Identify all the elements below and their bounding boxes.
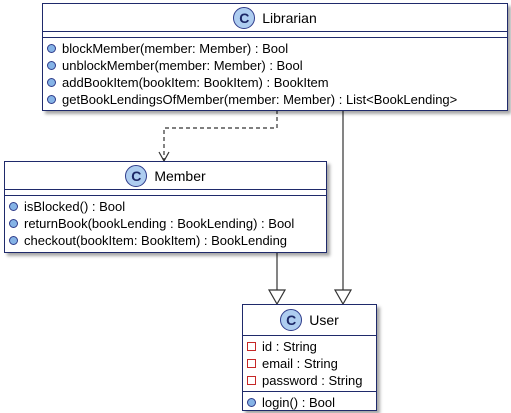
method-row: isBlocked() : Bool — [9, 198, 326, 215]
class-header-user: C User — [243, 305, 376, 336]
public-method-icon — [9, 202, 18, 211]
field-row: password : String — [247, 372, 376, 389]
class-stereotype-icon: C — [233, 6, 256, 29]
dependency-edge-librarian-member — [158, 110, 278, 163]
method-signature: returnBook(bookLending : BookLending) : … — [24, 216, 295, 231]
public-method-icon — [9, 236, 18, 245]
methods-compartment-member: isBlocked() : Bool returnBook(bookLendin… — [5, 196, 326, 251]
method-row: unblockMember(member: Member) : Bool — [47, 57, 507, 74]
class-stereotype-icon: C — [280, 309, 303, 331]
generalization-arrowhead-member-user — [267, 289, 287, 306]
method-row: blockMember(member: Member) : Bool — [47, 40, 507, 57]
attributes-compartment-user: id : String email : String password : St… — [243, 336, 376, 392]
private-field-icon — [247, 376, 256, 385]
public-method-icon — [47, 95, 56, 104]
method-signature: isBlocked() : Bool — [24, 199, 126, 214]
class-name-user: User — [309, 312, 339, 328]
field-signature: id : String — [262, 339, 317, 354]
method-signature: blockMember(member: Member) : Bool — [62, 41, 289, 56]
class-name-member: Member — [154, 167, 206, 184]
field-row: id : String — [247, 338, 376, 355]
methods-compartment-librarian: blockMember(member: Member) : Bool unblo… — [43, 38, 507, 110]
public-method-icon — [47, 61, 56, 70]
generalization-arrowhead-librarian-user — [333, 289, 353, 306]
method-row: checkout(bookItem: BookItem) : BookLendi… — [9, 232, 326, 249]
public-method-icon — [47, 78, 56, 87]
public-method-icon — [9, 219, 18, 228]
attributes-compartment-member — [5, 190, 326, 196]
field-row: email : String — [247, 355, 376, 372]
class-stereotype-icon: C — [125, 164, 148, 187]
private-field-icon — [247, 342, 256, 351]
class-user: C User id : String email : String passwo… — [242, 304, 377, 411]
method-signature: login() : Bool — [262, 395, 335, 410]
class-member: C Member isBlocked() : Bool returnBook(b… — [4, 161, 327, 253]
method-row: login() : Bool — [247, 394, 376, 411]
method-signature: unblockMember(member: Member) : Bool — [62, 58, 303, 73]
method-signature: addBookItem(bookItem: BookItem) : BookIt… — [62, 75, 329, 90]
class-header-member: C Member — [5, 162, 326, 190]
methods-compartment-user: login() : Bool — [243, 392, 376, 413]
private-field-icon — [247, 359, 256, 368]
method-row: getBookLendingsOfMember(member: Member) … — [47, 91, 507, 108]
method-signature: checkout(bookItem: BookItem) : BookLendi… — [24, 233, 288, 248]
method-row: returnBook(bookLending : BookLending) : … — [9, 215, 326, 232]
class-name-librarian: Librarian — [262, 9, 317, 26]
method-signature: getBookLendingsOfMember(member: Member) … — [62, 92, 458, 107]
method-row: addBookItem(bookItem: BookItem) : BookIt… — [47, 74, 507, 91]
class-header-librarian: C Librarian — [43, 4, 507, 32]
attributes-compartment-librarian — [43, 32, 507, 38]
public-method-icon — [47, 44, 56, 53]
public-method-icon — [247, 398, 256, 407]
field-signature: email : String — [262, 356, 338, 371]
field-signature: password : String — [262, 373, 363, 388]
class-librarian: C Librarian blockMember(member: Member) … — [42, 3, 508, 111]
